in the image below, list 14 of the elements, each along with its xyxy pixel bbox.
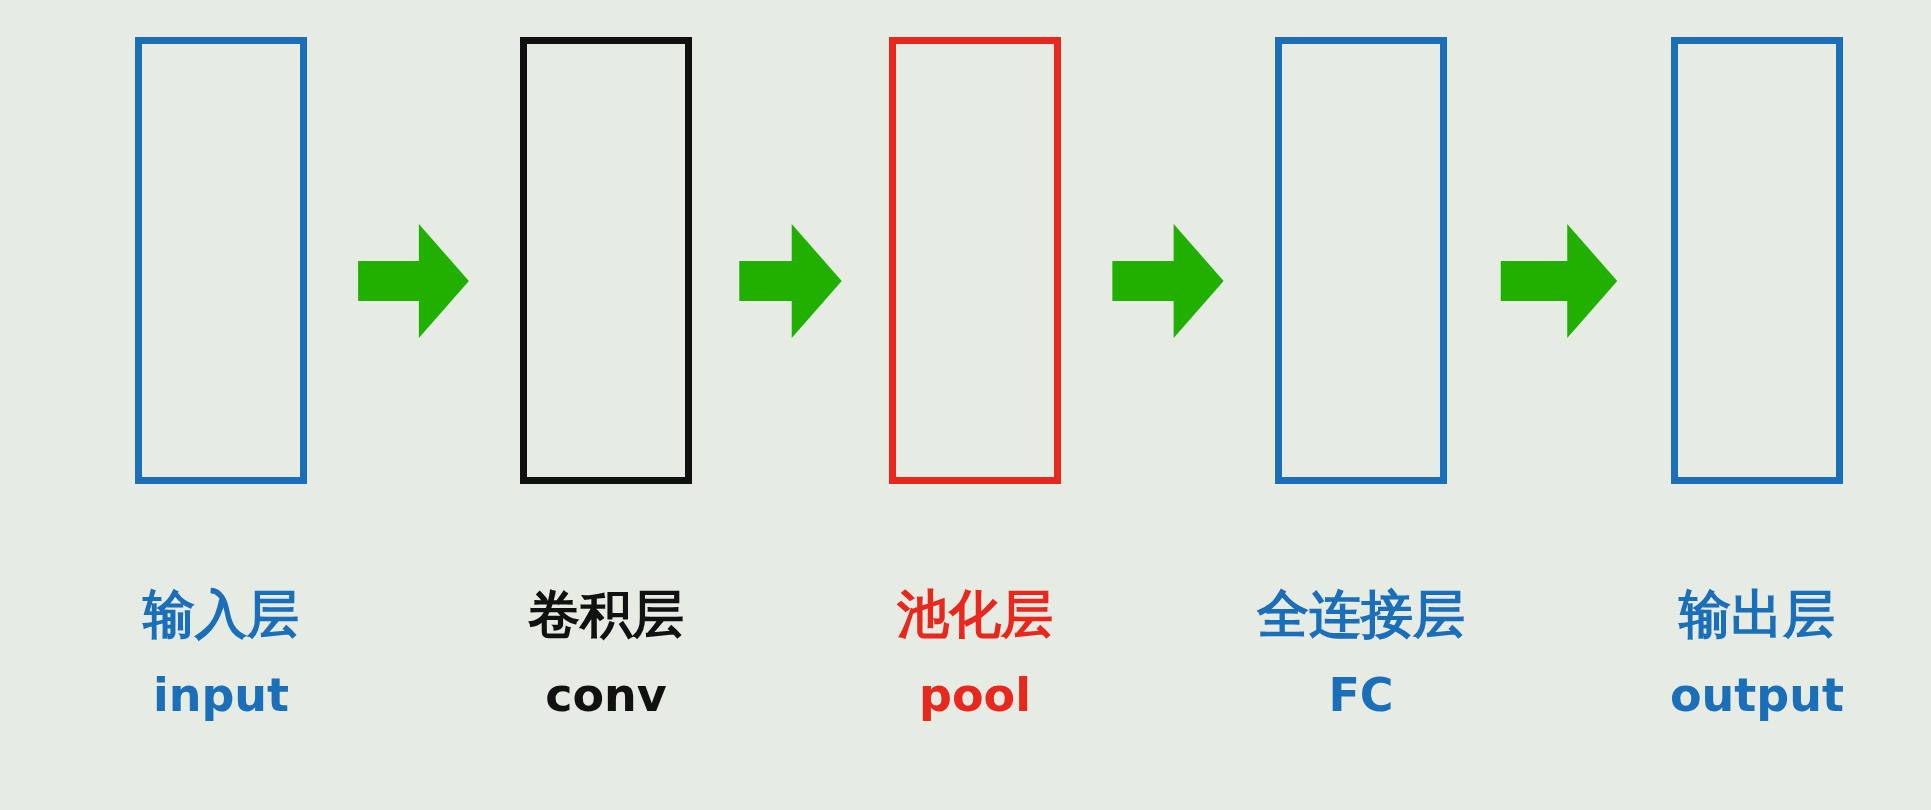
arrow xyxy=(739,224,842,338)
layer-name: 全连接层 xyxy=(1257,584,1465,644)
layer-label: FC xyxy=(1328,668,1394,722)
arrow xyxy=(1500,224,1618,338)
arrow xyxy=(1112,224,1224,338)
layer-label: output xyxy=(1670,668,1844,722)
layer-name: 输入层 xyxy=(143,584,299,644)
layer-name: 输出层 xyxy=(1679,584,1835,644)
arrow xyxy=(358,224,469,338)
layer-label: pool xyxy=(919,668,1031,722)
layer-name: 卷积层 xyxy=(528,584,684,644)
layer-label: input xyxy=(152,668,290,722)
layer-name: 池化层 xyxy=(897,584,1053,644)
layer-label: conv xyxy=(545,668,667,722)
